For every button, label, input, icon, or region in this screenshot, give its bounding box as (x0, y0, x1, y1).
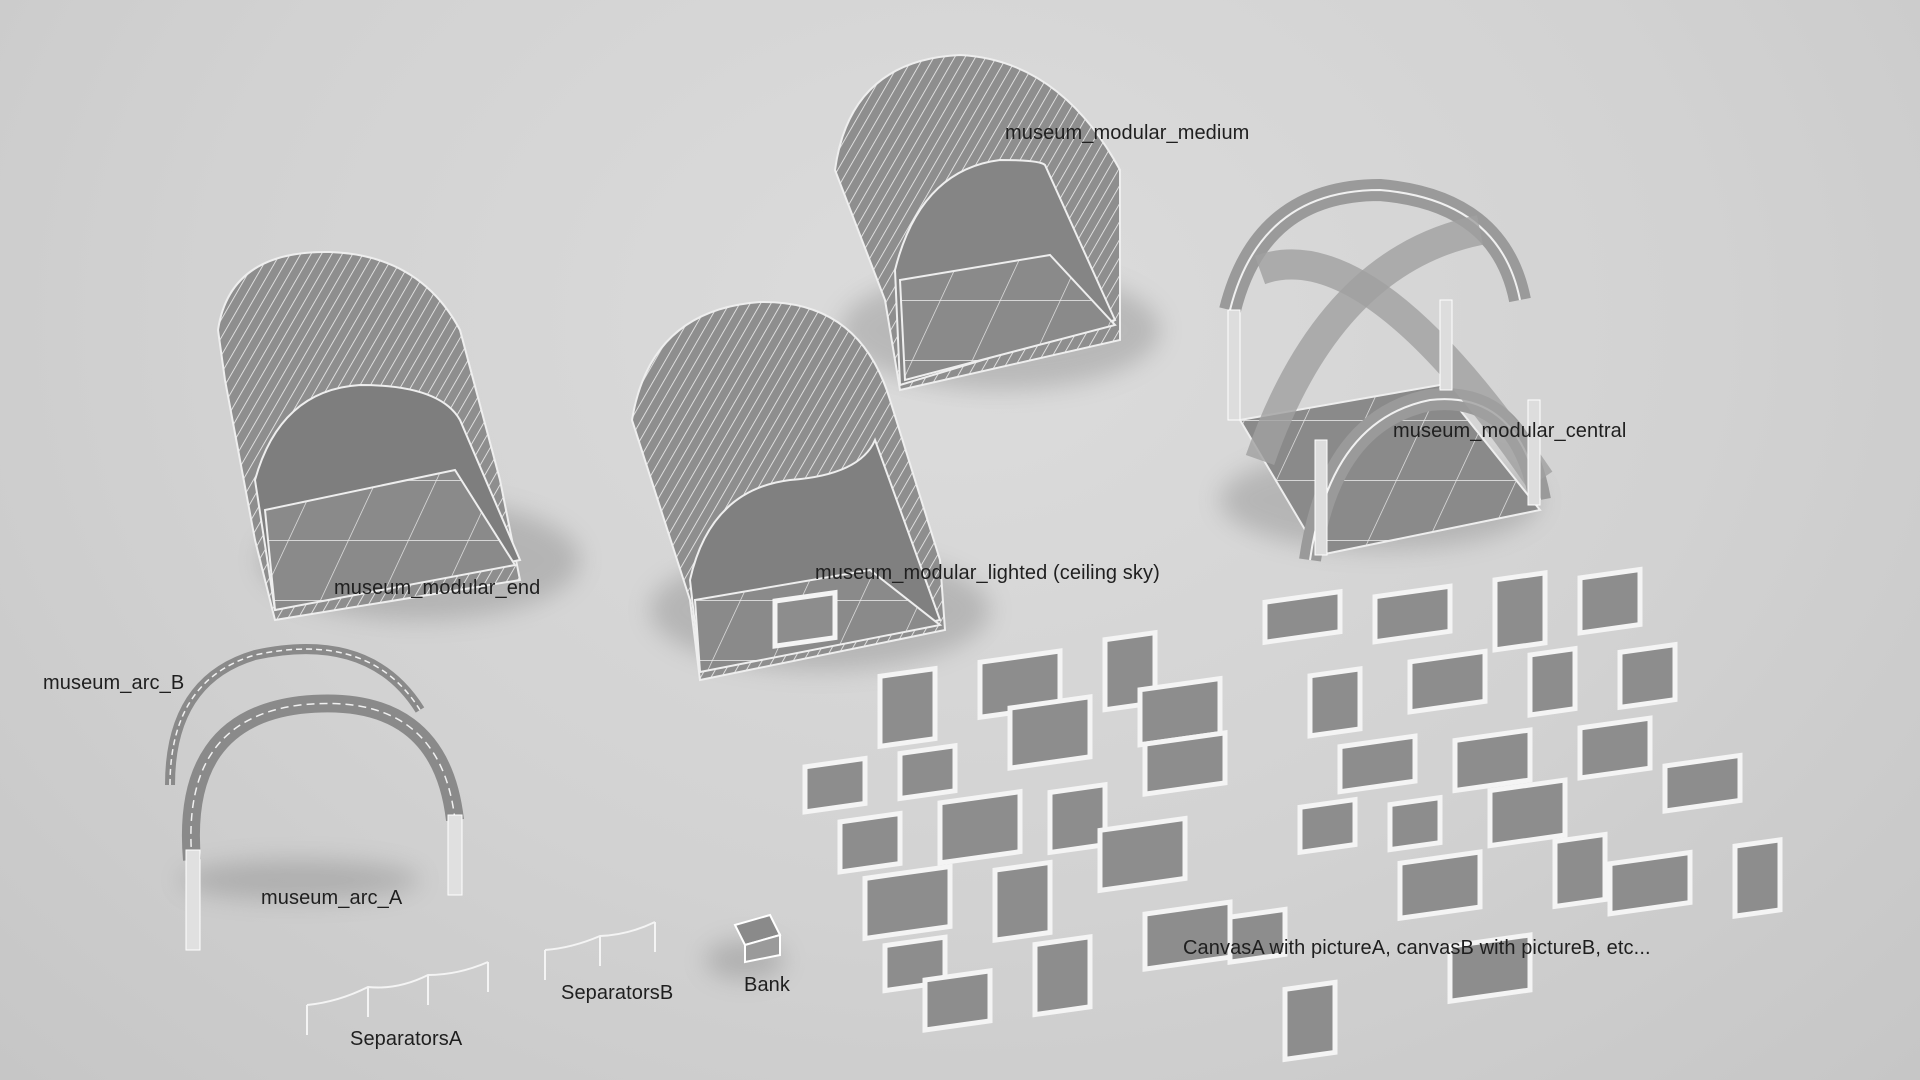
label-separators-a: SeparatorsA (350, 1028, 463, 1050)
model-modular-end[interactable] (216, 250, 522, 622)
model-bank[interactable] (733, 913, 782, 964)
label-separators-b: SeparatorsB (561, 982, 674, 1004)
label-arc-b: museum_arc_B (43, 672, 185, 694)
label-modular-lighted: museum_modular_lighted (ceiling sky) (815, 562, 1160, 584)
model-separators-b[interactable] (544, 921, 656, 980)
label-arc-a: museum_arc_A (261, 887, 403, 909)
model-modular-lighted[interactable] (630, 300, 947, 682)
label-modular-medium: museum_modular_medium (1005, 122, 1250, 144)
label-modular-end: museum_modular_end (334, 577, 541, 599)
model-arc-b[interactable] (165, 644, 425, 786)
model-modular-central[interactable] (1219, 178, 1553, 562)
model-arc-a[interactable] (182, 694, 464, 951)
label-modular-central: museum_modular_central (1393, 420, 1627, 442)
label-bank: Bank (744, 974, 790, 996)
model-separators-a[interactable] (306, 961, 489, 1035)
label-canvases: CanvasA with pictureA, canvasB with pict… (1183, 937, 1651, 959)
model-modular-medium[interactable] (833, 53, 1121, 392)
model-canvases[interactable] (772, 566, 1783, 1063)
